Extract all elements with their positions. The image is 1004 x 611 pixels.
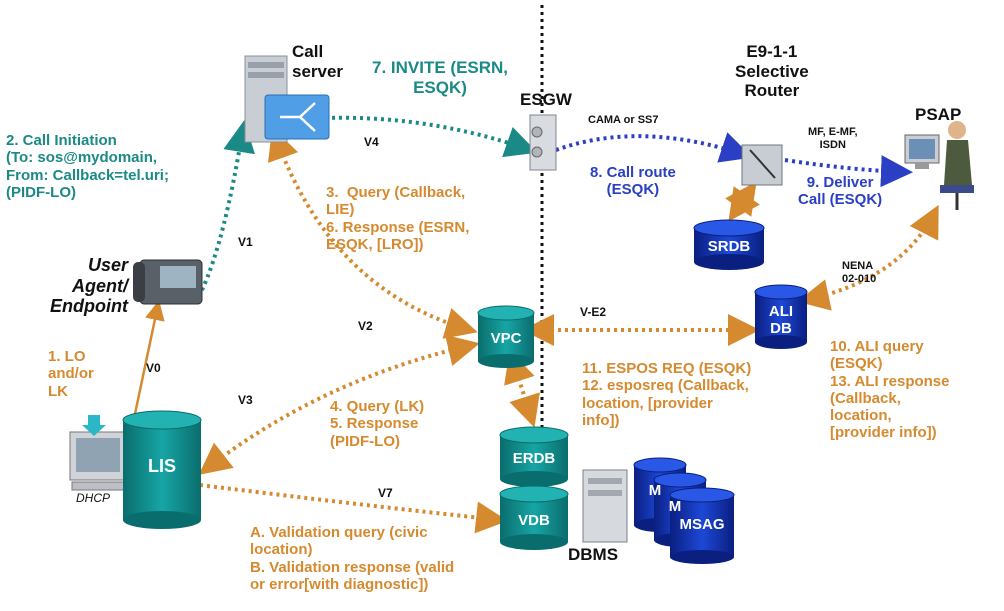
dhcp-computer-icon: [69, 415, 127, 491]
v7-link: [199, 483, 508, 534]
erdb-database-icon: [499, 426, 569, 487]
srdb-label: SRDB: [707, 238, 751, 255]
psap-operator-icon: [904, 121, 974, 210]
query-lk-label: 4. Query (LK) 5. Response (PIDF-LO): [330, 398, 425, 450]
query-response-label: 3. Query (Callback, LIE) 6. Response (ES…: [326, 184, 470, 253]
v4-label: V4: [364, 135, 379, 149]
v7-label: V7: [378, 486, 393, 500]
ali-db-database-icon: [754, 284, 808, 349]
esgw-icon: [529, 114, 557, 171]
user-agent-label: User Agent/ Endpoint: [50, 255, 128, 317]
invite-label: 7. INVITE (ESRN, ESQK): [372, 58, 509, 97]
msag-3-label: MSAG: [679, 516, 725, 533]
dbms-label: DBMS: [568, 545, 619, 564]
deliver-call-label: 9. Deliver Call (ESQK): [798, 174, 883, 209]
deliver-call-link: [784, 155, 913, 188]
v0-link: [130, 300, 165, 429]
call-server-label: Call server: [292, 42, 344, 81]
v1-link: [200, 120, 255, 291]
lis-database-icon: [122, 410, 202, 529]
dhcp-label: DHCP: [76, 491, 111, 505]
v3-label: V3: [238, 393, 253, 407]
call-initiation-label: 2. Call Initiation (To: sos@mydomain, Fr…: [6, 132, 169, 201]
espos-label: 11. ESPOS REQ (ESQK) 12. esposreq (Callb…: [582, 360, 752, 429]
selective-router-icon: [741, 144, 783, 186]
mf-label: MF, E-MF, ISDN: [808, 126, 858, 151]
v2-link: [267, 127, 478, 339]
vdb-label: VDB: [518, 512, 550, 529]
nena-label: NENA 02-010: [842, 260, 877, 285]
v1-label: V1: [238, 235, 253, 249]
erdb-label: ERDB: [512, 450, 556, 467]
ali-query-label: 10. ALI query (ESQK) 13. ALI response (C…: [830, 338, 950, 442]
lo-lk-label: 1. LO and/or LK: [48, 348, 94, 400]
msag-2-label: M: [668, 498, 682, 515]
ve2-label: V-E2: [580, 305, 607, 319]
selective-router-label: E9-1-1 Selective Router: [735, 42, 809, 101]
call-server-icon: [244, 55, 330, 143]
v0-label: V0: [146, 361, 161, 375]
esgw-label: ESGW: [520, 90, 572, 109]
srdb-database-icon: [693, 219, 765, 270]
vdb-database-icon: [499, 485, 569, 550]
call-route-link: [555, 132, 753, 163]
cama-label: CAMA or SS7: [588, 114, 659, 126]
validation-label: A. Validation query (civic location) B. …: [250, 524, 455, 593]
ip-phone-icon: [133, 259, 203, 305]
v3-link: [198, 334, 480, 475]
dbms-server-icon: [582, 469, 628, 543]
lis-label: LIS: [147, 456, 176, 476]
psap-label: PSAP: [915, 105, 962, 124]
call-route-label: 8. Call route (ESQK): [590, 164, 676, 199]
msag-database-icon-3: [669, 487, 735, 564]
sr-srdb-link: [725, 181, 760, 222]
nena-link: [797, 204, 939, 311]
v4-link: [324, 115, 538, 158]
vpc-database-icon: [477, 305, 535, 368]
msag-1-label: M: [648, 482, 662, 499]
ali-db-label: ALI DB: [768, 303, 794, 337]
v2-label: V2: [358, 319, 373, 333]
vpc-label: VPC: [490, 330, 522, 347]
